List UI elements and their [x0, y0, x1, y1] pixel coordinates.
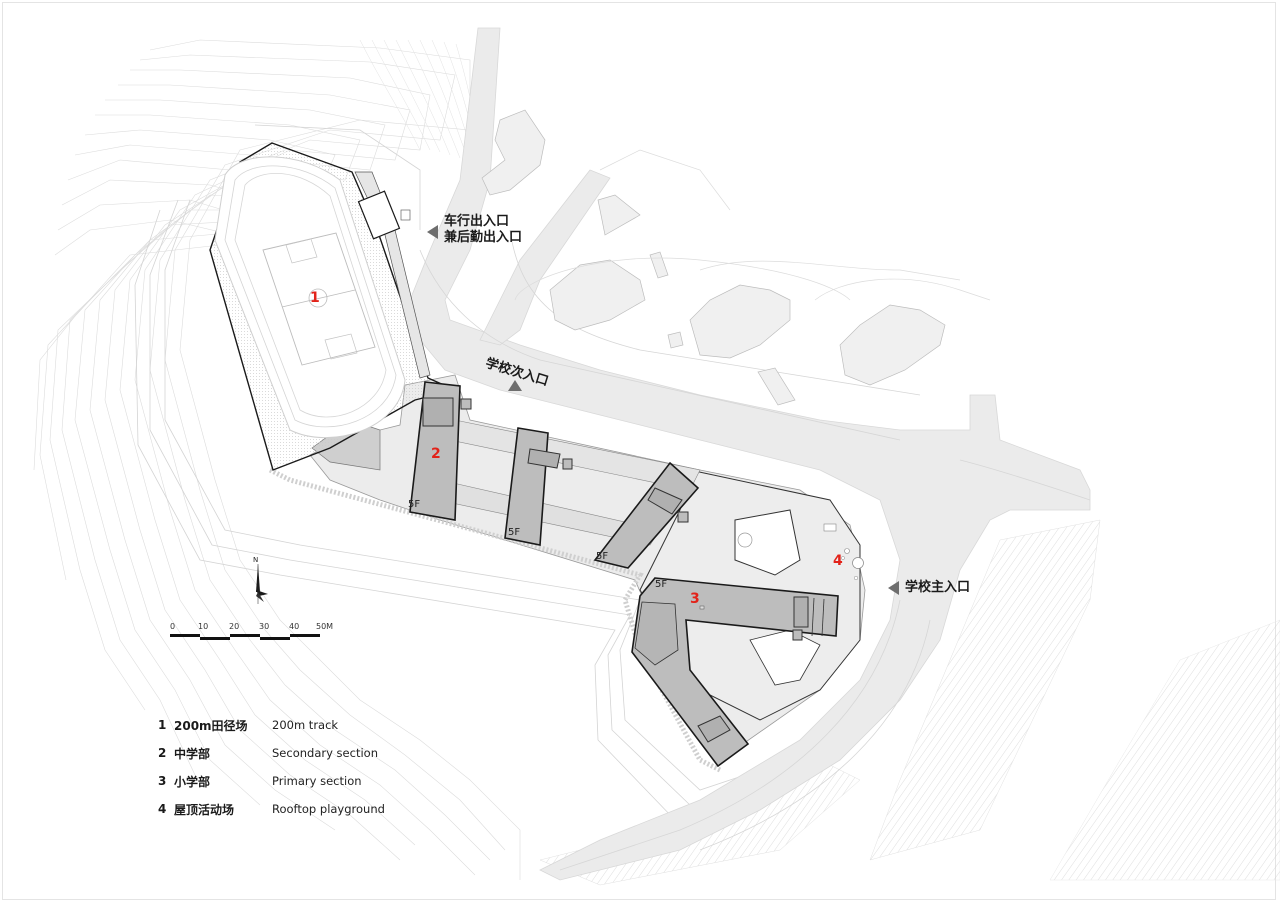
scale-segment [200, 637, 230, 640]
residential-buildings [481, 109, 946, 406]
floor-tag: 5F [655, 579, 668, 590]
floor-tag: 5F [508, 527, 521, 538]
north-arrow: N [248, 556, 272, 610]
scale-segment [260, 637, 290, 640]
legend: 1 200m田径场 200m track 2 中学部 Secondary sec… [158, 711, 385, 823]
building-primary [631, 577, 839, 768]
main-entrance-label: 学校主入口 [905, 580, 971, 595]
scale-segment [230, 634, 260, 637]
residential-paths [514, 149, 991, 301]
scale-bar: 0 10 20 30 40 50M [170, 622, 335, 640]
scale-tick: 20 [229, 622, 240, 631]
scale-segment [290, 634, 320, 637]
legend-item: 1 200m田径场 200m track [158, 711, 385, 739]
building-diagonal [593, 461, 700, 569]
legend-chinese-label: 中学部 [174, 746, 211, 761]
legend-item: 4 屋顶活动场 Rooftop playground [158, 795, 385, 823]
scale-ticks: 0 10 20 30 40 50M [170, 622, 335, 632]
entrance-arrows [427, 225, 899, 595]
floor-tag: 5F [596, 551, 609, 562]
zone-number-primary: 3 [690, 591, 700, 607]
north-arrow-icon [256, 564, 268, 604]
legend-english-label: Primary section [272, 774, 362, 788]
legend-chinese-label: 小学部 [174, 774, 211, 789]
arrow-secondary-entrance-icon [508, 380, 522, 391]
vehicle-entrance-line2: 兼后勤出入口 [444, 230, 523, 245]
scale-tick: 40 [289, 622, 300, 631]
scale-tick: 0 [170, 622, 176, 631]
legend-number: 2 [158, 746, 167, 760]
scale-segments [170, 634, 335, 640]
building-secondary [409, 381, 573, 546]
vehicle-entrance-label: 车行出入口 兼后勤出入口 [444, 214, 522, 246]
scale-tick: 10 [198, 622, 209, 631]
vehicle-entrance-line1: 车行出入口 [444, 214, 510, 229]
zone-number-track: 1 [310, 290, 320, 306]
stadium [209, 142, 458, 471]
scale-tick: 30 [259, 622, 270, 631]
legend-number: 1 [158, 718, 167, 732]
scale-segment [170, 634, 200, 637]
legend-item: 2 中学部 Secondary section [158, 739, 385, 767]
arrow-vehicle-entrance-icon [427, 225, 438, 239]
floor-tag: 5F [408, 499, 421, 510]
legend-item: 3 小学部 Primary section [158, 767, 385, 795]
north-label: N [253, 556, 259, 564]
terrace-lines [134, 124, 761, 821]
legend-english-label: Secondary section [272, 746, 378, 760]
legend-chinese-label: 200m田径场 [174, 718, 248, 733]
zone-number-rooftop: 4 [833, 553, 843, 569]
legend-english-label: 200m track [272, 718, 339, 732]
roads [409, 27, 1091, 881]
legend-english-label: Rooftop playground [272, 802, 385, 816]
scale-tick: 50M [316, 622, 334, 631]
legend-number: 4 [158, 802, 167, 816]
legend-chinese-label: 屋顶活动场 [174, 802, 235, 817]
legend-number: 3 [158, 774, 167, 788]
zone-number-secondary: 2 [431, 446, 441, 462]
arrow-main-entrance-icon [888, 581, 899, 595]
